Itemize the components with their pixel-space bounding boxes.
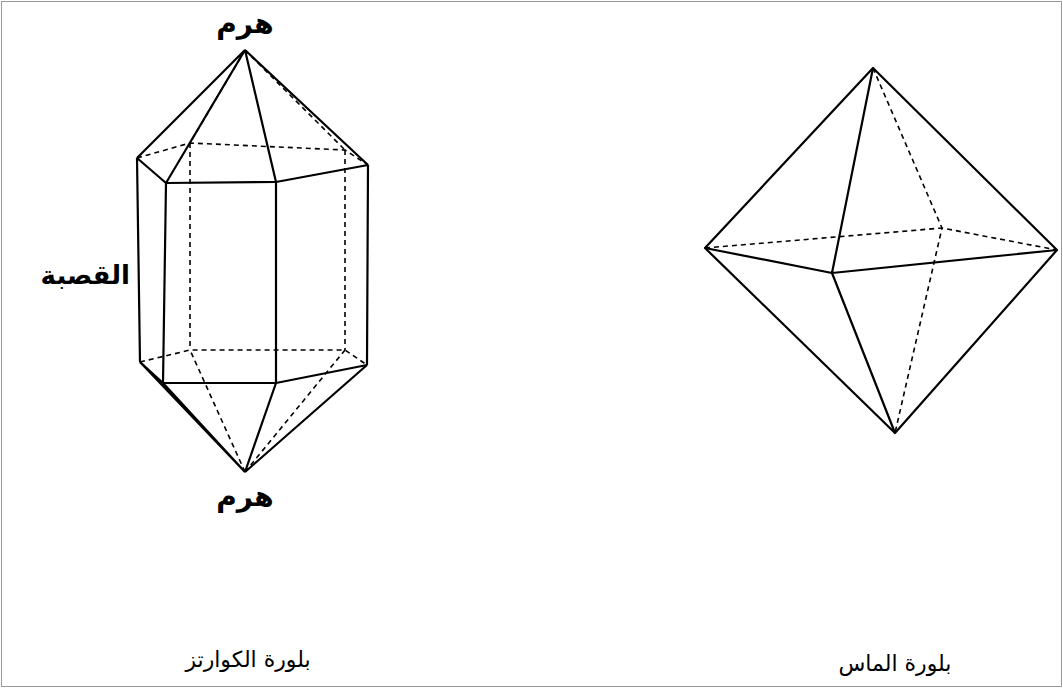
crystal-caption: بلورة الكوارتز [185,647,310,673]
crystal-caption: بلورة الماس [838,651,951,677]
part-name: هرم [216,480,273,514]
diamond-crystal [705,68,1057,433]
quartz-crystal [137,50,368,472]
part-name: القصبة [41,260,130,291]
part-name: هرم [216,7,273,41]
